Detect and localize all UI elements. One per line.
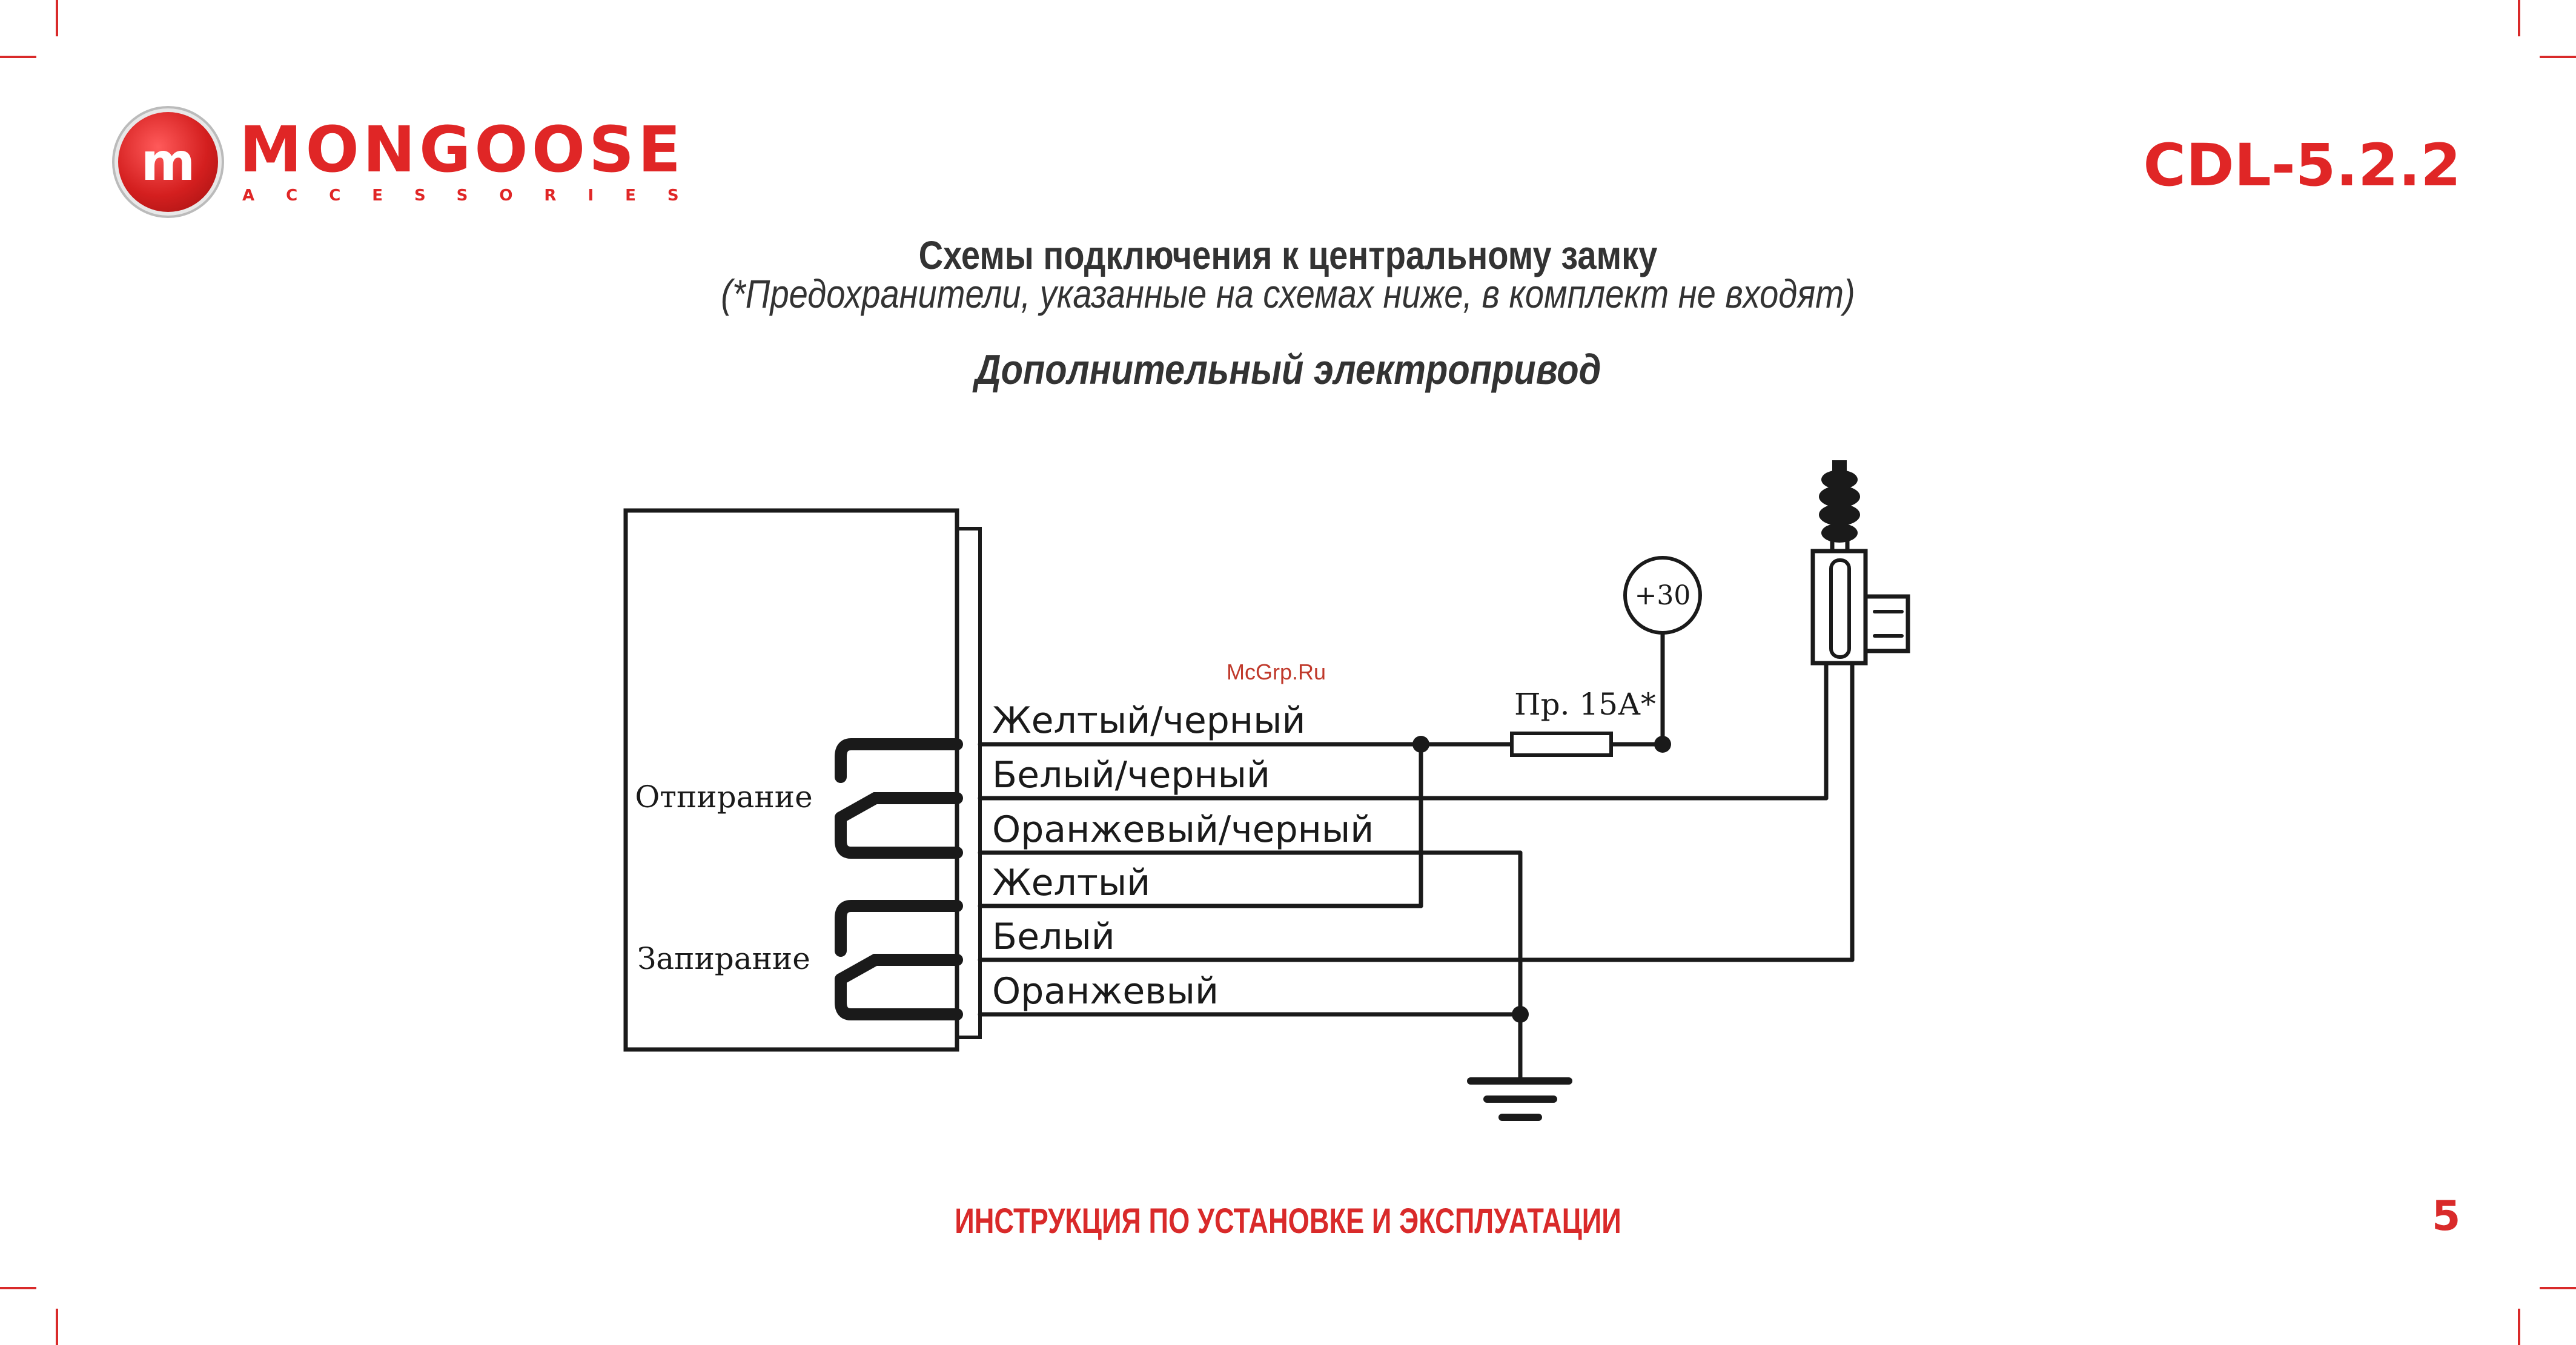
brand-tagline: ACCESSORIES <box>242 187 710 205</box>
model-name: CDL-5.2.2 <box>2143 131 2461 199</box>
brand-name: MONGOOSE <box>239 113 685 187</box>
wire-label: Оранжевый <box>992 970 1219 1013</box>
wire-label: Белый/черный <box>992 754 1270 796</box>
page-title: Схемы подключения к центральному замку <box>918 233 1658 277</box>
relay-contact-lock-3 <box>835 973 963 1020</box>
watermark: McGrp.Ru <box>1227 659 1326 684</box>
wire-label: Белый <box>992 916 1115 958</box>
junction-dot <box>1412 736 1429 753</box>
footer-text: ИНСТРУКЦИЯ ПО УСТАНОВКЕ И ЭКСПЛУАТАЦИИ <box>955 1201 1621 1241</box>
page-number: 5 <box>2432 1192 2461 1240</box>
relay-contact-unlock-2 <box>835 792 963 824</box>
wire-label: Оранжевый/черный <box>992 808 1374 851</box>
wire-label: Желтый <box>992 862 1150 904</box>
m-logo-icon <box>118 112 218 212</box>
relay-contact-unlock-1 <box>835 738 963 783</box>
section-title: Дополнительный электропривод <box>975 346 1601 393</box>
relay-label-lock: Запирание <box>637 941 810 976</box>
junction-dot <box>1654 736 1671 753</box>
crop-mark <box>0 1287 36 1289</box>
power-label: +30 <box>1635 580 1691 611</box>
relay-contact-unlock-3 <box>835 811 963 859</box>
actuator-icon <box>1810 460 1910 666</box>
ground-icon <box>1467 1077 1572 1121</box>
crop-mark <box>2518 1309 2520 1345</box>
junction-dot <box>1512 1006 1529 1023</box>
relay-contact-lock-2 <box>835 954 963 985</box>
crop-mark <box>2540 1287 2576 1289</box>
fuse-icon <box>1510 732 1613 757</box>
connector-block <box>955 527 982 1039</box>
crop-mark <box>56 1309 58 1345</box>
power-terminal-icon <box>1623 556 1702 635</box>
relay-label-unlock: Отпирание <box>635 779 812 815</box>
crop-mark <box>0 56 36 58</box>
crop-mark <box>56 0 58 36</box>
wire-label: Желтый/черный <box>992 699 1305 742</box>
crop-mark <box>2540 56 2576 58</box>
page-subtitle: (*Предохранители, указанные на схемах ни… <box>721 271 1855 316</box>
fuse-label: Пр. 15А* <box>1514 687 1656 722</box>
relay-contact-lock-1 <box>835 900 963 957</box>
crop-mark <box>2518 0 2520 36</box>
